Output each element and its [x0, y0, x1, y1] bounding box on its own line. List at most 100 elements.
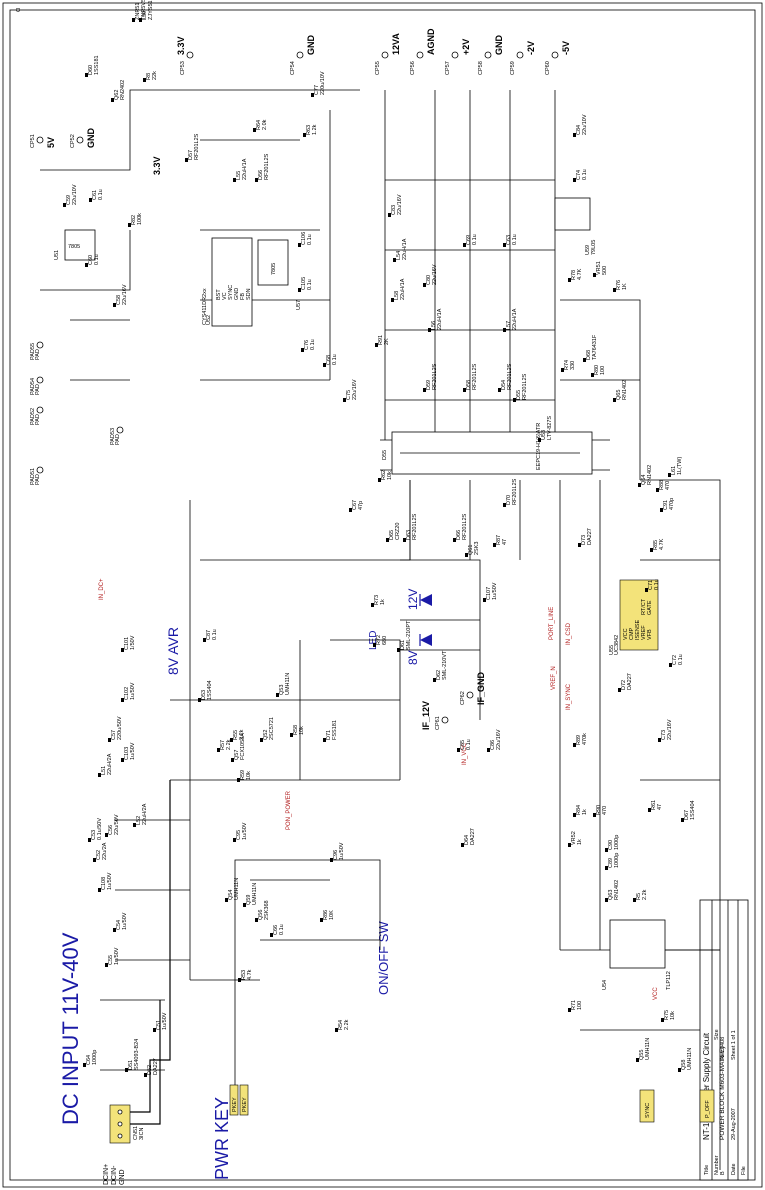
component-marker — [403, 538, 406, 542]
svg-text:PAD51: PAD51 — [30, 468, 36, 485]
component-ref: R88 — [659, 480, 665, 490]
component-value: 10k — [299, 726, 305, 735]
component-marker — [618, 688, 621, 692]
component-ref: VR51 — [596, 261, 602, 275]
component-ref: C69 — [466, 235, 472, 245]
component-value: RF201L2S — [512, 478, 518, 505]
component-marker — [371, 603, 374, 607]
component-marker — [98, 888, 101, 892]
component-marker — [105, 963, 108, 967]
component-ref: C101 — [124, 637, 130, 650]
svg-text:UC3842: UC3842 — [614, 635, 620, 655]
component-value: 2.0k — [262, 119, 268, 130]
component-value: FSS181 — [332, 720, 338, 740]
component-ref: D58 — [466, 380, 472, 390]
v8-heading: 8V — [406, 650, 420, 665]
pkey2-label: PKEY — [242, 1097, 248, 1112]
component-value: 47p — [358, 501, 364, 510]
component-value: RF201L2S — [522, 373, 528, 400]
component-ref: R58 — [293, 725, 299, 735]
svg-text:IF_GND: IF_GND — [476, 671, 486, 705]
component-marker — [270, 933, 273, 937]
component-value: 2K — [384, 338, 390, 345]
component-ref: R75 — [664, 1010, 670, 1020]
component-value: 1.2k — [312, 124, 318, 135]
transformer-l53: D55 EEPC19-H1(6)ATR — [382, 423, 593, 475]
svg-text:EEPC19-H1(6)ATR: EEPC19-H1(6)ATR — [536, 423, 542, 470]
component-value: 1k — [380, 599, 386, 605]
component-value: 22uH/1A — [400, 278, 406, 300]
component-value: 10K — [329, 910, 335, 920]
svg-text:CP62: CP62 — [460, 691, 466, 705]
component-value: 2SC5721 — [269, 717, 275, 740]
component-marker — [255, 178, 258, 182]
component-value: LTV-827S — [547, 416, 553, 440]
component-marker — [311, 93, 314, 97]
component-ref: C91 — [663, 500, 669, 510]
svg-text:VCC: VCC — [623, 628, 629, 640]
inner-border — [9, 9, 756, 1181]
component-marker — [128, 223, 131, 227]
ic-u57: 7805 U57 — [257, 239, 302, 310]
component-value: 1/50V — [130, 635, 136, 650]
component-marker — [121, 698, 124, 702]
component-value: TNR5V560K — [141, 0, 147, 20]
component-ref: C75 — [346, 390, 352, 400]
component-ref: D68 — [586, 350, 592, 360]
component-marker — [233, 178, 236, 182]
component-value: CRZ20 — [395, 523, 401, 540]
led-d61 — [419, 594, 432, 606]
component-ref: C51 — [156, 1020, 162, 1030]
component-marker — [393, 258, 396, 262]
component-ref: R85 — [653, 540, 659, 550]
component-marker — [238, 978, 241, 982]
component-value: 470k — [582, 733, 588, 745]
component-value: 22u/16V — [397, 194, 403, 215]
component-ref: VR52 — [571, 831, 577, 845]
dc-input-heading: DC INPUT 11V-40V — [58, 932, 83, 1125]
component-value: UMH11N — [687, 1048, 693, 1070]
component-value: 4.7K — [659, 538, 665, 550]
component-ref: C96 — [333, 850, 339, 860]
component-marker — [538, 438, 541, 442]
component-ref: R90 — [596, 805, 602, 815]
component-value: 22uH/1A — [437, 308, 443, 330]
component-value: 100 — [600, 366, 606, 375]
component-value: 22uH/1A — [242, 158, 248, 180]
component-value: 22u/16V — [496, 729, 502, 750]
component-ref: D65 — [389, 530, 395, 540]
component-ref: D51 — [128, 1060, 134, 1070]
component-marker — [391, 298, 394, 302]
component-marker — [386, 538, 389, 542]
sync-label: SYNC — [645, 1103, 651, 1118]
component-value: 1u/50V — [130, 682, 136, 700]
component-marker — [513, 398, 516, 402]
component-marker — [255, 918, 258, 922]
number-label: Number — [714, 1155, 720, 1175]
component-ref: L58 — [394, 291, 400, 300]
component-marker — [605, 866, 608, 870]
component-value: RN1402 — [622, 380, 628, 400]
component-value: RF201L2S — [462, 513, 468, 540]
net-port-line: PORT_LINE — [549, 607, 555, 640]
row-label: D — [14, 8, 20, 12]
